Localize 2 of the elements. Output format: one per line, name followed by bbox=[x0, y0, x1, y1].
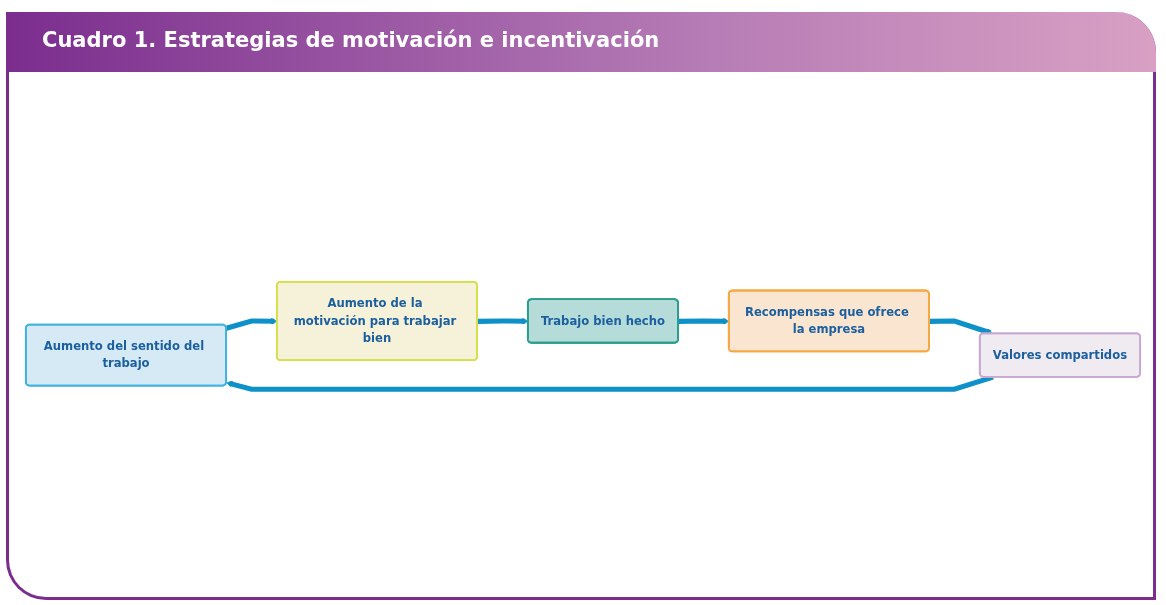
title: Cuadro 1. Estrategias de motivación e incentivación bbox=[6, 12, 1156, 72]
arrow bbox=[929, 317, 994, 335]
